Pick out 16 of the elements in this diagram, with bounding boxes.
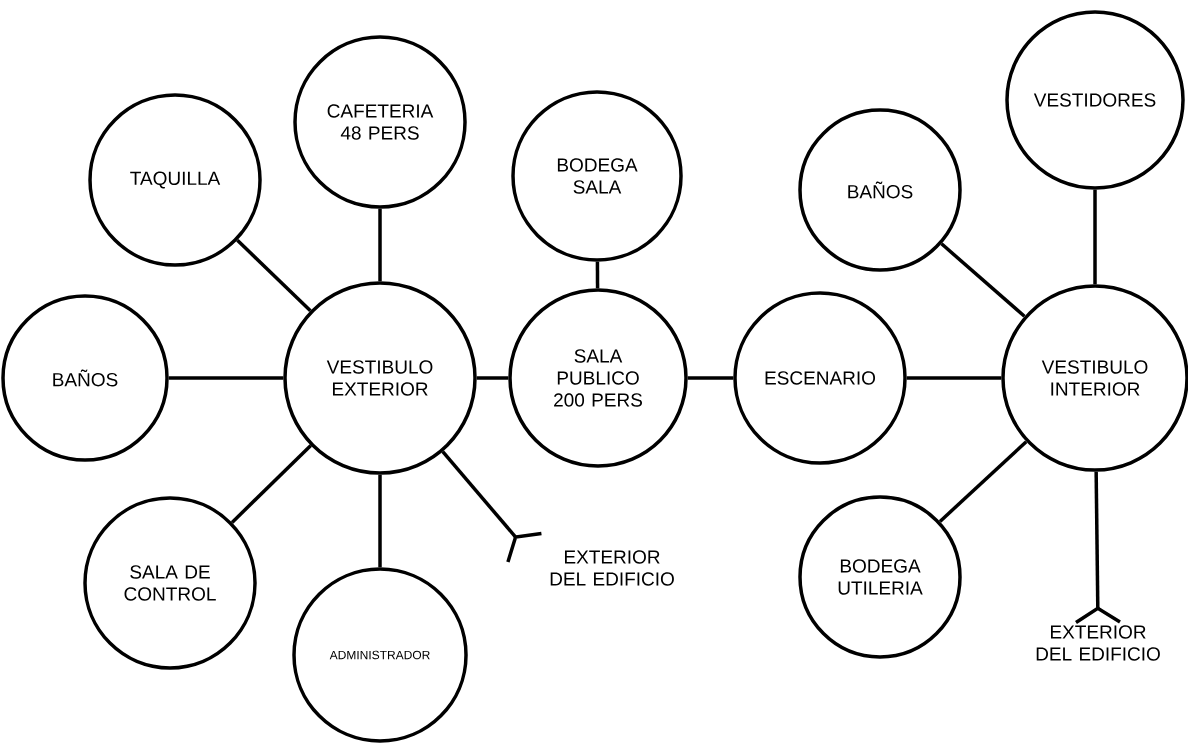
connector-line (906, 376, 1002, 380)
exterior-label: EXTERIOR DEL EDIFICIO (550, 550, 674, 586)
fork-connector (441, 450, 542, 563)
fork-connector (1075, 471, 1121, 625)
connector-line (236, 239, 312, 313)
exterior-label: EXTERIOR DEL EDIFICIO (1036, 625, 1160, 661)
connector-line (378, 474, 382, 568)
connector-line (168, 376, 284, 380)
connector-line (1093, 189, 1097, 285)
connector-line (476, 376, 509, 380)
connector-line (940, 242, 1026, 318)
connector-line (687, 376, 734, 380)
connector-line (378, 208, 382, 282)
connector-line (938, 440, 1028, 523)
connector-line (595, 261, 600, 289)
connector-line (230, 444, 312, 524)
